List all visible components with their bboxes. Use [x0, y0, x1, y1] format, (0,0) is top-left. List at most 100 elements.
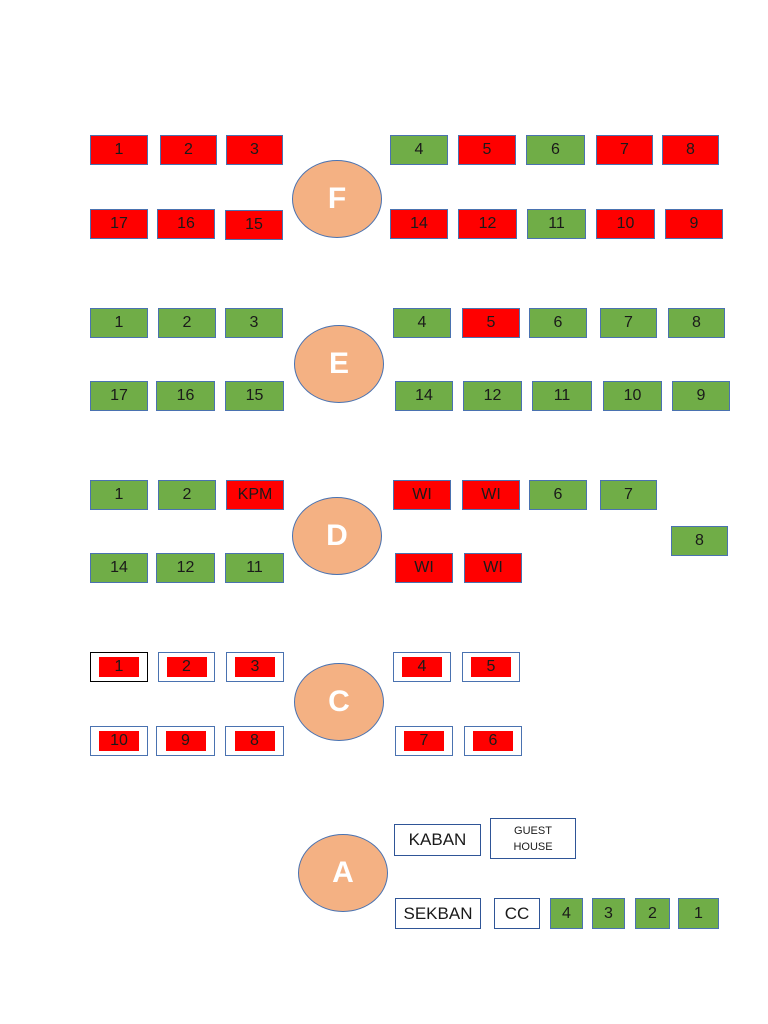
room-f-bottom-right-4[interactable]: 10: [596, 209, 655, 239]
room-number: 11: [553, 387, 571, 404]
sekban-room[interactable]: SEKBAN: [395, 898, 481, 929]
block-e-circle[interactable]: E: [294, 325, 384, 403]
block-a-circle[interactable]: A: [298, 834, 388, 912]
room-number: 1: [114, 658, 124, 675]
room-number: 14: [110, 559, 128, 576]
room-number: 1: [114, 141, 124, 158]
room-number: 2: [184, 141, 193, 158]
room-number-tag: 5: [471, 657, 511, 677]
room-f-top-right-2[interactable]: 5: [458, 135, 516, 165]
room-number: KPM: [237, 486, 273, 503]
room-f-bottom-left-3[interactable]: 15: [225, 210, 283, 240]
block-d-circle[interactable]: D: [292, 497, 382, 575]
room-number: 3: [249, 314, 259, 331]
room-d-top-right-4[interactable]: 7: [600, 480, 657, 510]
room-d-right-single[interactable]: 8: [671, 526, 728, 556]
sekban-label: SEKBAN: [403, 903, 473, 923]
room-d-top-right-3[interactable]: 6: [529, 480, 587, 510]
room-number: 8: [692, 314, 701, 331]
guest-house-room[interactable]: GUEST HOUSE: [490, 818, 576, 859]
room-f-bottom-right-1[interactable]: 14: [390, 209, 448, 239]
kaban-room[interactable]: KABAN: [394, 824, 481, 856]
room-c-bottom-left-3[interactable]: 8: [225, 726, 284, 756]
room-e-top-left-3[interactable]: 3: [225, 308, 283, 338]
room-f-bottom-right-3[interactable]: 11: [527, 209, 586, 239]
block-c-circle[interactable]: C: [294, 663, 384, 741]
room-number: 12: [478, 215, 497, 232]
room-number: 5: [486, 658, 496, 675]
room-e-top-right-2[interactable]: 5: [462, 308, 520, 338]
room-number-tag: 8: [234, 731, 275, 751]
room-d-bottom-right-2[interactable]: WI: [464, 553, 522, 583]
room-c-top-left-1[interactable]: 1: [90, 652, 148, 682]
room-e-bottom-right-2[interactable]: 12: [463, 381, 522, 411]
room-e-top-right-4[interactable]: 7: [600, 308, 657, 338]
block-label: E: [328, 347, 349, 380]
room-number: 6: [553, 314, 563, 331]
room-c-bottom-right-1[interactable]: 7: [395, 726, 453, 756]
room-e-bottom-left-1[interactable]: 17: [90, 381, 148, 411]
room-f-top-right-5[interactable]: 8: [662, 135, 719, 165]
room-f-bottom-left-2[interactable]: 16: [157, 209, 215, 239]
room-e-bottom-right-3[interactable]: 11: [532, 381, 592, 411]
room-d-top-right-2[interactable]: WI: [462, 480, 520, 510]
room-e-bottom-left-3[interactable]: 15: [225, 381, 284, 411]
guest-house-label-line2: HOUSE: [513, 840, 553, 853]
block-f-circle[interactable]: F: [292, 160, 382, 238]
room-f-bottom-left-1[interactable]: 17: [90, 209, 148, 239]
room-number-tag: 4: [402, 657, 442, 677]
room-d-bottom-left-1[interactable]: 14: [90, 553, 148, 583]
room-number: 3: [250, 658, 260, 675]
room-a-bottom-right-2[interactable]: 3: [592, 898, 625, 929]
room-c-top-right-1[interactable]: 4: [393, 652, 451, 682]
room-c-top-left-3[interactable]: 3: [226, 652, 284, 682]
room-number: 2: [648, 904, 657, 922]
room-e-bottom-left-2[interactable]: 16: [156, 381, 215, 411]
room-f-top-right-3[interactable]: 6: [526, 135, 585, 165]
room-number: 6: [553, 486, 563, 503]
room-f-top-left-3[interactable]: 3: [226, 135, 283, 165]
room-e-top-right-5[interactable]: 8: [668, 308, 725, 338]
room-d-top-left-3[interactable]: KPM: [226, 480, 284, 510]
room-number: WI: [481, 486, 501, 503]
room-number: 8: [695, 532, 704, 549]
room-c-top-right-2[interactable]: 5: [462, 652, 520, 682]
room-c-top-left-2[interactable]: 2: [158, 652, 215, 682]
room-f-bottom-right-2[interactable]: 12: [458, 209, 517, 239]
room-c-bottom-left-1[interactable]: 10: [90, 726, 148, 756]
room-d-bottom-right-1[interactable]: WI: [395, 553, 453, 583]
room-c-bottom-right-2[interactable]: 6: [464, 726, 522, 756]
room-e-bottom-right-1[interactable]: 14: [395, 381, 453, 411]
block-label: D: [326, 519, 348, 552]
room-f-bottom-right-5[interactable]: 9: [665, 209, 723, 239]
room-d-top-left-2[interactable]: 2: [158, 480, 216, 510]
room-d-bottom-left-3[interactable]: 11: [225, 553, 284, 583]
room-number: 9: [181, 732, 190, 749]
cc-room[interactable]: CC: [494, 898, 540, 929]
room-number-tag: 10: [99, 731, 139, 751]
room-number: 11: [246, 559, 263, 576]
room-e-top-left-1[interactable]: 1: [90, 308, 148, 338]
room-number: 16: [176, 387, 195, 404]
room-number: 7: [419, 732, 429, 749]
room-e-bottom-right-5[interactable]: 9: [672, 381, 730, 411]
room-c-bottom-left-2[interactable]: 9: [156, 726, 215, 756]
room-f-top-right-1[interactable]: 4: [390, 135, 448, 165]
room-f-top-right-4[interactable]: 7: [596, 135, 653, 165]
room-a-bottom-right-3[interactable]: 2: [635, 898, 670, 929]
room-number: 7: [620, 141, 629, 158]
room-f-top-left-1[interactable]: 1: [90, 135, 148, 165]
room-e-top-right-3[interactable]: 6: [529, 308, 587, 338]
room-f-top-left-2[interactable]: 2: [160, 135, 217, 165]
room-a-bottom-right-1[interactable]: 4: [550, 898, 583, 929]
room-e-top-right-1[interactable]: 4: [393, 308, 451, 338]
room-a-bottom-right-4[interactable]: 1: [678, 898, 719, 929]
room-d-top-left-1[interactable]: 1: [90, 480, 148, 510]
room-e-bottom-right-4[interactable]: 10: [603, 381, 662, 411]
room-d-bottom-left-2[interactable]: 12: [156, 553, 215, 583]
room-e-top-left-2[interactable]: 2: [158, 308, 216, 338]
room-d-top-right-1[interactable]: WI: [393, 480, 451, 510]
room-number: 10: [110, 732, 128, 749]
room-number-tag: 9: [165, 731, 206, 751]
room-number: 4: [417, 658, 427, 675]
